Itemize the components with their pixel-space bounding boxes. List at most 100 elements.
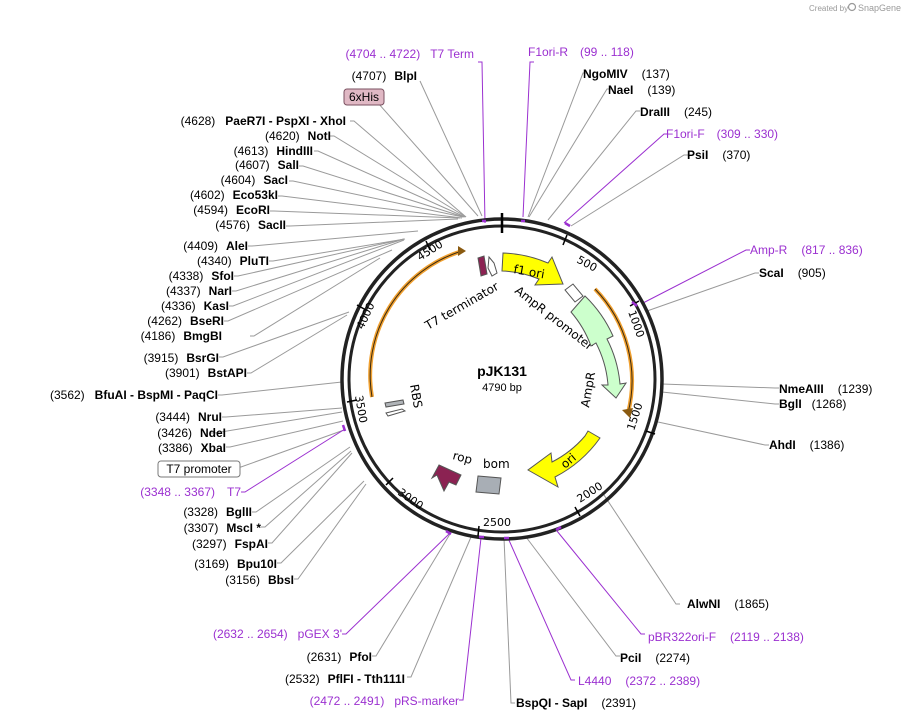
ori-arrow: [527, 430, 601, 489]
site-kasi: (4336)KasI: [161, 299, 229, 313]
t7-promoter-feature: T7 promoter: [157, 460, 241, 478]
pgex3-primer: (2632 .. 2654)pGEX 3': [213, 627, 342, 641]
site-noti: (4620)NotI: [265, 129, 331, 143]
tick-label-2500: 2500: [483, 516, 511, 529]
prs-marker-primer: (2472 .. 2491)pRS-marker: [310, 694, 459, 708]
site-bseri: (4262)BseRI: [147, 314, 224, 328]
site-bglii: (3328)BglII: [183, 505, 252, 519]
primer-marks-bottom: [445, 525, 562, 540]
t7-promoter-box: [157, 460, 241, 478]
f1orir-primer: F1ori-R(99 .. 118): [528, 45, 634, 59]
site-pflfi: (2532)PflFI - Tth111I: [285, 672, 405, 686]
bom-feature: [475, 475, 502, 495]
site-ecori: (4594)EcoRI: [193, 203, 270, 217]
f1-ori-arrow: [501, 252, 564, 286]
plasmid-length: 4790 bp: [482, 382, 522, 394]
tick-3000: [385, 477, 394, 486]
tick-2500: [477, 525, 480, 537]
site-pluti: (4340)PluTI: [197, 254, 269, 268]
tick-4000: [356, 304, 367, 311]
watermark-brand: SnapGene: [858, 3, 901, 13]
ampr-primer: Amp-R(817 .. 836): [750, 243, 863, 257]
f1orif-primer: F1ori-F(309 .. 330): [666, 127, 778, 141]
site-bstapi: (3901)BstAPI: [165, 366, 247, 380]
tick-500: [562, 234, 568, 246]
site-hindiii: (4613)HindIII: [234, 144, 313, 158]
site-pfoi: (2631)PfoI: [307, 650, 372, 664]
site-bbsi: (3156)BbsI: [225, 573, 294, 587]
tick-2000: [574, 506, 581, 517]
site-sfoi: (4338)SfoI: [169, 269, 234, 283]
ampr-label: AmpR: [578, 371, 598, 409]
t7term-primer: (4704 .. 4722)T7 Term: [345, 47, 474, 61]
snapgene-logo-icon: [847, 2, 857, 12]
backbone: [340, 213, 664, 541]
site-bspqi: BspQI - SapI(2391): [516, 696, 636, 710]
leader-lines: [211, 61, 779, 704]
orf-insert-arrowhead: [458, 246, 466, 256]
rbs-feature: [384, 399, 405, 408]
tick-1500: [645, 430, 656, 435]
site-ngomiv: NgoMIV(137): [583, 67, 670, 81]
site-saci: (4604)SacI: [221, 173, 288, 187]
site-bmgbi: (4186)BmgBI: [141, 329, 222, 343]
f1-ori-label: f1 ori: [512, 262, 545, 281]
watermark-prefix: Created by: [809, 4, 848, 13]
site-bsrgi: (3915)BsrGI: [144, 351, 219, 365]
primer-site-markers: [341, 219, 638, 540]
tick-3500: [346, 399, 358, 403]
site-pcii: PciI(2274): [620, 651, 690, 665]
rbs-label: RBS: [407, 383, 425, 409]
orf-ampr-arc-core: [594, 288, 633, 414]
f1orif-mark: [564, 221, 571, 228]
tick-4500: [425, 240, 431, 251]
site-nmeaiii: NmeAIII(1239): [779, 382, 872, 396]
tick-label-3500: 3500: [352, 394, 370, 424]
his-tag-label: 6xHis: [349, 90, 379, 104]
pbr322-primer: pBR322ori-F(2119 .. 2138): [648, 630, 804, 644]
plasmid-name: pJK131: [477, 363, 527, 379]
site-bgli: BglI(1268): [779, 397, 846, 411]
site-ahdi: AhdI(1386): [769, 438, 844, 452]
site-alwni: AlwNI(1865): [687, 597, 769, 611]
site-alei: (4409)AleI: [183, 239, 248, 253]
t7-terminator-arrow: [487, 255, 498, 277]
site-ndei: (3426)NdeI: [157, 426, 226, 440]
tick-label-2000: 2000: [575, 479, 606, 505]
t7-primer-mark: [341, 424, 347, 432]
tick-label-1000: 1000: [625, 309, 647, 340]
ampr-arrow: [570, 295, 628, 399]
bom-label: bom: [483, 457, 510, 471]
site-sacii: (4576)SacII: [215, 218, 286, 232]
t7-promoter-label: T7 promoter: [166, 462, 231, 476]
his-tag-feature: 6xHis: [343, 88, 385, 106]
ampr-primer-mark: [631, 301, 638, 307]
site-xbai: (3386)XbaI: [158, 441, 226, 455]
l4440-primer: L4440(2372 .. 2389): [578, 674, 700, 688]
site-sali: (4607)SalI: [235, 158, 299, 172]
site-psii: PsiI(370): [687, 148, 750, 162]
orf-arcs: [368, 246, 634, 418]
site-labels: (4704 .. 4722)T7 Term F1ori-R(99 .. 118)…: [50, 45, 872, 710]
t7-terminator-mark: [477, 255, 488, 277]
site-bfuai: (3562)BfuAI - BspMI - PaqCI: [50, 388, 218, 402]
site-nrui: (3444)NruI: [155, 410, 222, 424]
site-blpi: (4707)BlpI: [352, 69, 417, 83]
site-draiii: DraIII(245): [640, 105, 712, 119]
site-scai: ScaI(905): [759, 266, 826, 280]
site-bpu10i: (3169)Bpu10I: [194, 557, 277, 571]
site-naei: NaeI(139): [608, 83, 675, 97]
t7-terminator-label: T7 terminator: [422, 279, 501, 333]
t7-primer: (3348 .. 3367)T7: [140, 485, 241, 499]
rbs-feature-2: [385, 408, 407, 417]
site-fspai: (3297)FspAI: [192, 537, 268, 551]
his-tag-box: [343, 88, 385, 106]
site-msci: (3307)MscI *: [184, 521, 262, 535]
site-eco53ki: (4602)Eco53kI: [190, 188, 278, 202]
site-paer7i: (4628)PaeR7I - PspXI - XhoI: [181, 114, 346, 128]
snapgene-watermark: Created by SnapGene: [809, 2, 901, 13]
site-nari: (4337)NarI: [166, 284, 232, 298]
rop-arrow: [430, 464, 462, 493]
